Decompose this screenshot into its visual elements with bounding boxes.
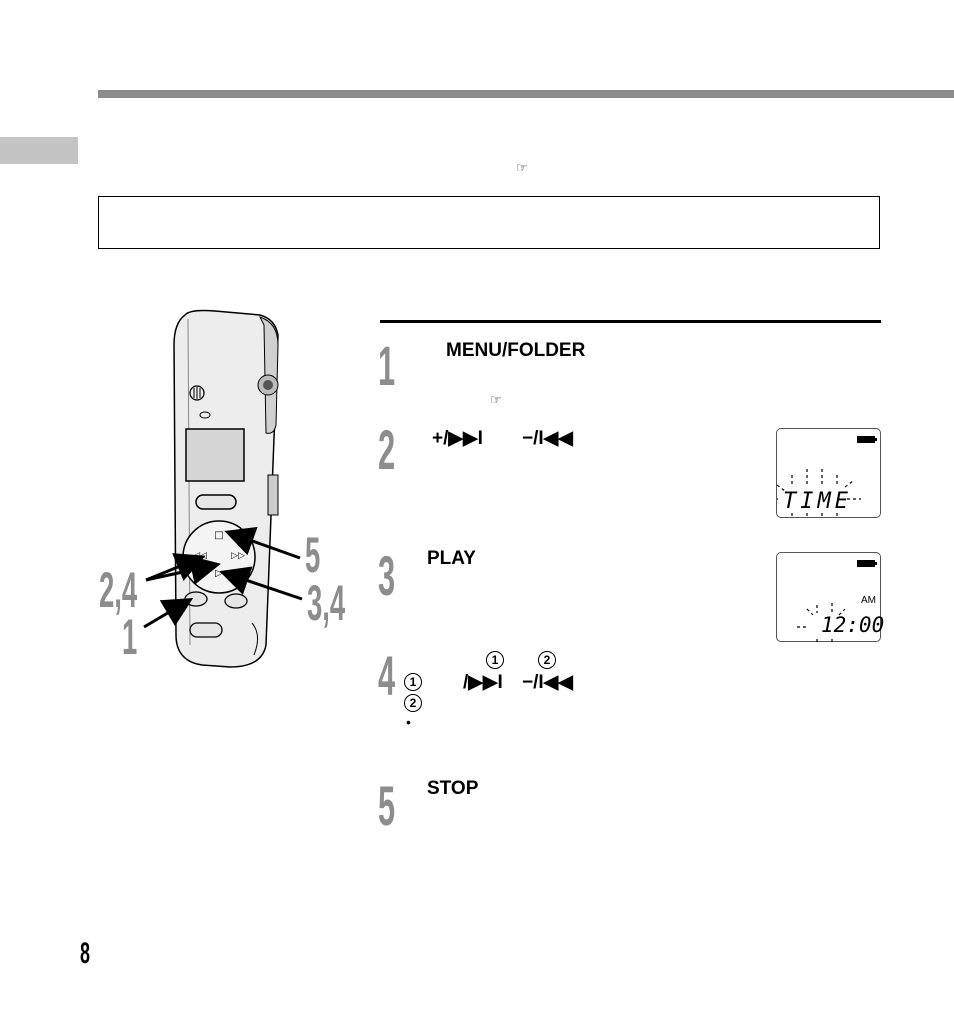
chapter-tab xyxy=(0,137,78,164)
callout-5: 5 xyxy=(305,527,321,583)
lcd-ampm: AM xyxy=(861,595,876,606)
section-rule xyxy=(380,320,881,323)
lcd-time-text: TIME xyxy=(783,489,852,514)
clock-blink-rays xyxy=(797,560,877,643)
blink-rays xyxy=(777,436,877,519)
step-4-item-1-marker: 1 xyxy=(404,673,422,691)
svg-text:▷▷: ▷▷ xyxy=(231,551,245,561)
reference-pointer-icon: ☞ xyxy=(516,160,528,175)
step-3-button-label: PLAY xyxy=(427,548,476,569)
lcd-time-display: TIME xyxy=(776,428,881,519)
step-4-circle-2: 2 xyxy=(538,651,556,669)
note-box xyxy=(98,196,880,249)
step-5-number: 5 xyxy=(378,774,396,837)
step-3-number: 3 xyxy=(378,544,396,607)
step-4-item-2-marker: 2 xyxy=(404,694,422,712)
step-2-minus-label: −/I◀◀ xyxy=(522,428,573,449)
step-5-button-label: STOP xyxy=(427,778,479,799)
callout-2-4: 2,4 xyxy=(99,562,138,618)
recorder-illustration: □ ◁◁ ▷▷ ▷ xyxy=(143,309,303,668)
svg-text:□: □ xyxy=(214,530,223,541)
callout-1: 1 xyxy=(122,609,138,665)
step-1-pointer-icon: ☞ xyxy=(490,392,502,407)
step-4-minus-label: −/I◀◀ xyxy=(522,672,573,693)
header-rule xyxy=(98,90,954,98)
lcd-clock-time: 12:00 xyxy=(821,613,885,637)
svg-text:▷: ▷ xyxy=(215,568,223,579)
step-4-number: 4 xyxy=(378,644,396,707)
step-4-circle-1: 1 xyxy=(486,651,504,669)
step-1-button-label: MENU/FOLDER xyxy=(446,340,586,361)
step-4-bullet: • xyxy=(406,714,411,730)
page-number: 8 xyxy=(80,937,91,970)
step-1-number: 1 xyxy=(378,334,396,397)
lcd-clock-display: AM 12:00 xyxy=(776,552,885,643)
step-2-number: 2 xyxy=(378,418,396,481)
step-4-fwd-label: /▶▶I xyxy=(463,672,503,693)
step-2-plus-label: +/▶▶I xyxy=(432,428,483,449)
callout-3-4: 3,4 xyxy=(307,575,346,631)
